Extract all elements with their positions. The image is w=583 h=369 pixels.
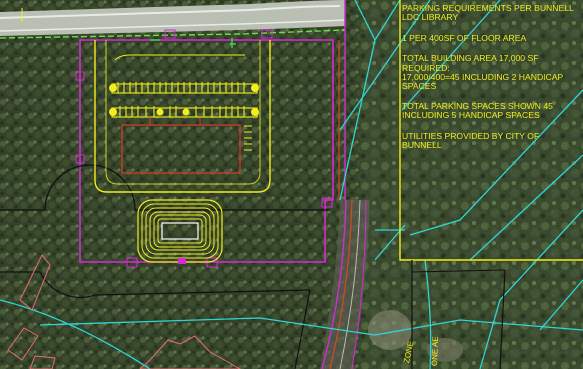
note-building-area-line1: TOTAL BUILDING AREA 17,000 SF REQUIRED: bbox=[402, 53, 539, 73]
note-utilities: UTILITIES PROVIDED BY CITY OF BUNNELL bbox=[402, 130, 540, 151]
note-parking-ratio: 1 PER 400SF OF FLOOR AREA bbox=[402, 32, 527, 43]
note-total-spaces: TOTAL PARKING SPACES SHOWN 45 INCLUDING … bbox=[402, 100, 553, 121]
parking-lot-outline bbox=[94, 40, 271, 193]
site-boundary bbox=[79, 39, 334, 263]
handicap-space-icon bbox=[182, 108, 190, 116]
vegetation-area-east bbox=[360, 0, 583, 369]
utility-line bbox=[0, 29, 346, 39]
note-building-area: TOTAL BUILDING AREA 17,000 SF REQUIRED: … bbox=[402, 53, 580, 92]
note-parking-requirements: PARKING REQUIREMENTS PER BUNNELL LDC LIB… bbox=[402, 3, 574, 23]
zone-label-right: ONE AE bbox=[430, 336, 441, 367]
parking-notes-block: PARKING REQUIREMENTS PER BUNNELL LDC LIB… bbox=[402, 3, 580, 161]
building-footprint bbox=[121, 124, 241, 174]
note-building-area-line2: 17,000/400=45 INCLUDING 2 HANDICAP SPACE… bbox=[402, 72, 564, 92]
handicap-space-icon bbox=[156, 108, 164, 116]
notes-border bbox=[399, 0, 583, 261]
